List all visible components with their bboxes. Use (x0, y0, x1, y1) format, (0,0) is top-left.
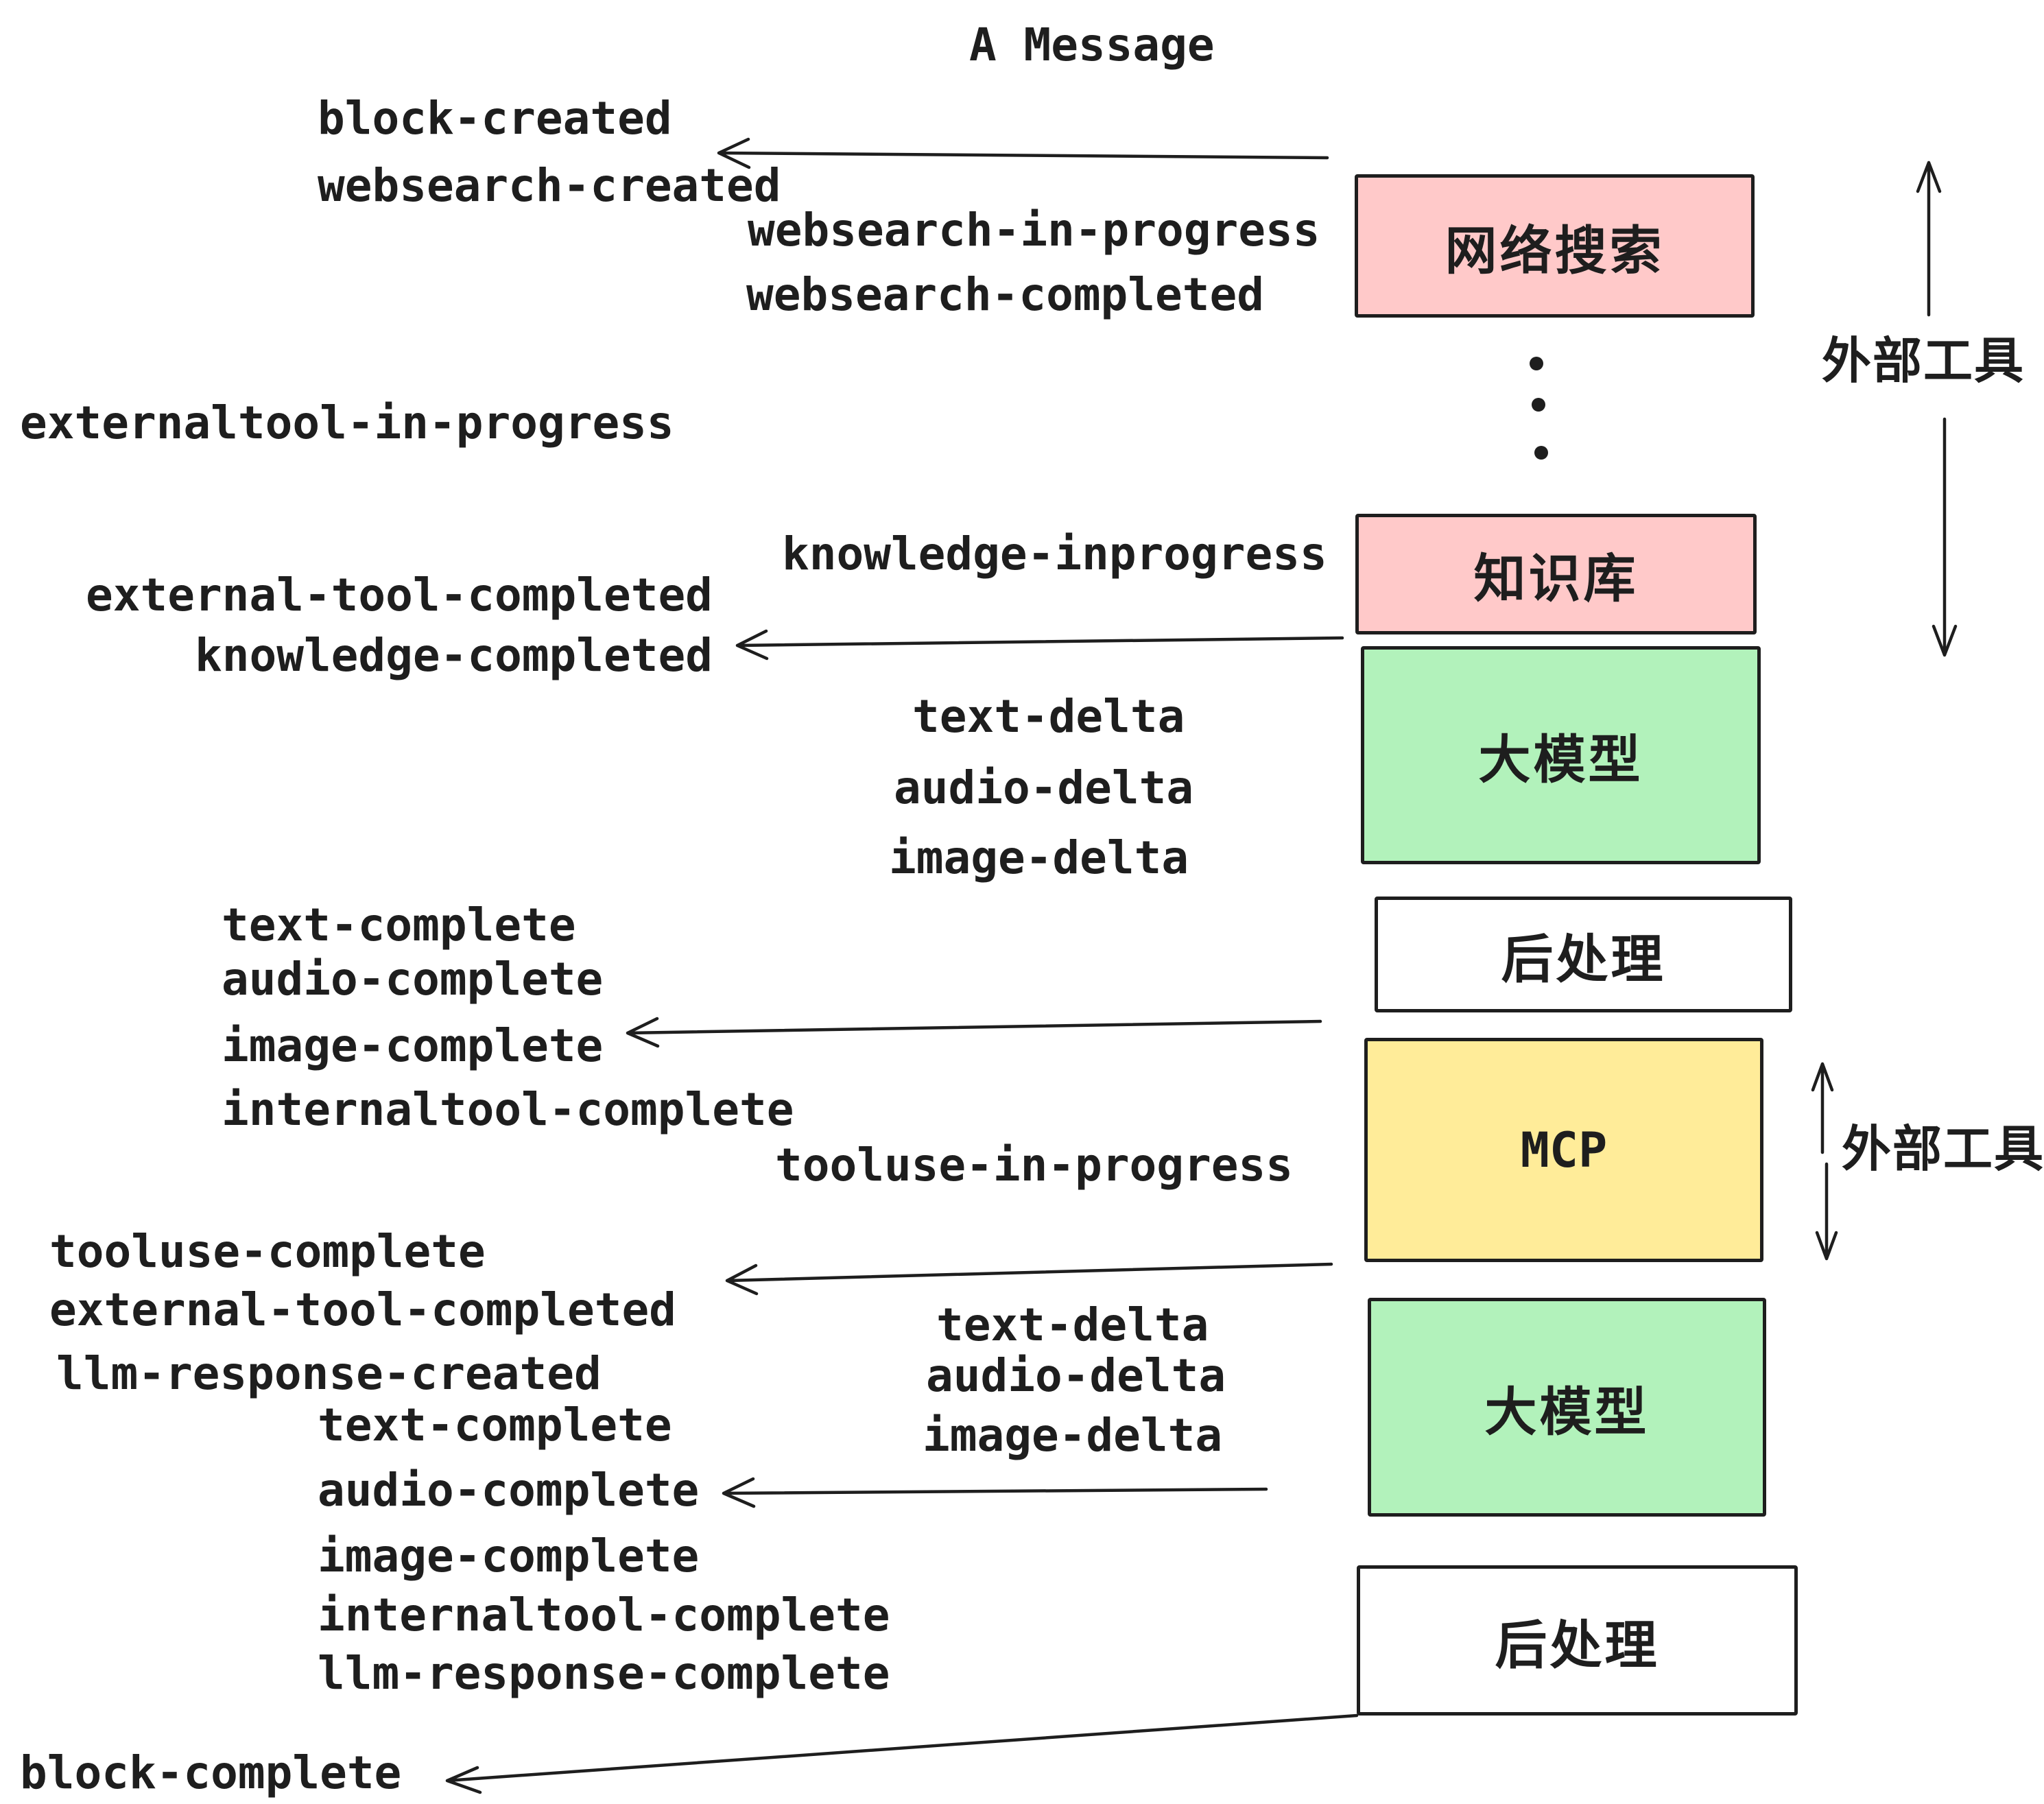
event-websearch-created: websearch-created (318, 159, 781, 212)
box-websearch-label: 网络搜索 (1445, 222, 1665, 281)
event-block-complete: block-complete (20, 1746, 402, 1799)
external-tools-down-arrow-2 (1815, 1162, 1838, 1261)
box-mcp-label: MCP (1520, 1121, 1608, 1178)
box-llm-1-label: 大模型 (1478, 731, 1643, 790)
side-label-external-tools-2: 外部工具 (1842, 1122, 2044, 1177)
event-audio-delta-2: audio-delta (926, 1349, 1226, 1402)
event-external-tool-completed-2: external-tool-completed (49, 1283, 676, 1336)
external-tools-up-arrow-1 (1916, 161, 1942, 317)
event-knowledge-inprogress: knowledge-inprogress (782, 527, 1327, 580)
arrow-block-complete (445, 1713, 1359, 1794)
event-llm-response-complete: llm-response-complete (318, 1647, 890, 1700)
event-text-complete-2: text-complete (318, 1399, 672, 1451)
arrow-image-complete (626, 1017, 1322, 1048)
diagram-title: A Message (969, 19, 1215, 71)
event-image-delta-1: image-delta (889, 831, 1189, 884)
box-llm-2: 大模型 (1368, 1298, 1766, 1517)
box-postprocess-1-label: 后处理 (1501, 930, 1666, 989)
box-postprocess-2-label: 后处理 (1495, 1616, 1660, 1675)
event-llm-response-created: llm-response-created (56, 1347, 602, 1400)
arrow-audio-complete (722, 1477, 1268, 1508)
event-image-complete-2: image-complete (318, 1530, 700, 1582)
event-tooluse-complete: tooluse-complete (49, 1225, 486, 1278)
box-websearch: 网络搜索 (1355, 174, 1755, 318)
event-external-tool-completed-1: external-tool-completed (86, 569, 713, 621)
event-text-complete-1: text-complete (222, 899, 576, 951)
event-tooluse-in-progress: tooluse-in-progress (775, 1139, 1293, 1191)
event-block-created: block-created (318, 92, 672, 145)
event-image-delta-2: image-delta (923, 1409, 1223, 1462)
event-audio-delta-1: audio-delta (894, 761, 1194, 814)
box-llm-2-label: 大模型 (1484, 1383, 1650, 1442)
event-text-delta-1: text-delta (912, 690, 1185, 743)
event-internaltool-complete-1: internaltool-complete (222, 1083, 794, 1136)
arrow-knowledge-completed (735, 629, 1344, 661)
external-tools-down-arrow-1 (1932, 417, 1958, 657)
event-websearch-in-progress: websearch-in-progress (748, 204, 1320, 257)
event-image-complete-1: image-complete (222, 1019, 604, 1072)
event-knowledge-completed: knowledge-completed (195, 629, 713, 682)
event-text-delta-2: text-delta (936, 1298, 1209, 1351)
event-externaltool-in-progress: externaltool-in-progress (20, 396, 674, 449)
side-label-external-tools-1: 外部工具 (1822, 334, 2025, 389)
external-tools-up-arrow-2 (1811, 1062, 1834, 1154)
event-websearch-completed: websearch-completed (746, 268, 1264, 321)
box-llm-1: 大模型 (1361, 646, 1761, 864)
event-audio-complete-2: audio-complete (318, 1464, 700, 1517)
ellipsis-dots (1530, 357, 1548, 460)
event-internaltool-complete-2: internaltool-complete (318, 1589, 890, 1641)
box-postprocess-2: 后处理 (1357, 1565, 1798, 1716)
arrow-tooluse-complete (725, 1262, 1333, 1296)
box-postprocess-1: 后处理 (1375, 897, 1792, 1012)
arrow-block-created (717, 137, 1329, 169)
box-mcp: MCP (1364, 1038, 1763, 1262)
box-knowledge: 知识库 (1355, 514, 1757, 634)
event-audio-complete-1: audio-complete (222, 953, 604, 1006)
box-knowledge-label: 知识库 (1473, 550, 1639, 608)
